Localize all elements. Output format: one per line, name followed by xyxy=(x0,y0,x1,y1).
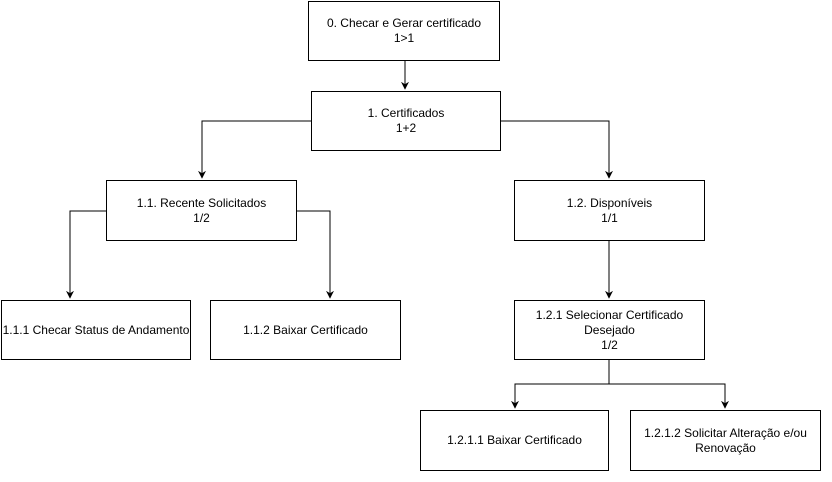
node-selecionar-line-1: 1.2.1 Selecionar Certificado xyxy=(535,307,684,322)
connector-n121-to-n1212 xyxy=(609,383,729,409)
node-solicitar-alteracao-line-2: Renovação xyxy=(695,440,756,455)
node-root-line-1: 0. Checar e Gerar certificado xyxy=(326,16,482,30)
node-baixar-certificado-1-2-1-1: 1.2.1.1 Baixar Certificado xyxy=(420,410,609,471)
connector-n1-to-n11 xyxy=(198,120,311,179)
node-solicitar-alteracao-line-1: 1.2.1.2 Solicitar Alteração e/ou xyxy=(644,425,807,440)
node-certificados-line-1: 1. Certificados xyxy=(367,106,445,120)
node-recente-solicitados: 1.1. Recente Solicitados 1/2 xyxy=(106,180,297,241)
node-baixar-certificado-1-1-2-line-1: 1.1.2 Baixar Certificado xyxy=(243,322,368,337)
node-checar-status-andamento: 1.1.1 Checar Status de Andamento xyxy=(1,300,191,360)
node-solicitar-alteracao-renovacao: 1.2.1.2 Solicitar Alteração e/ou Renovaç… xyxy=(630,410,821,471)
node-certificados: 1. Certificados 1+2 xyxy=(311,91,501,151)
node-disponiveis-line-1: 1.2. Disponíveis xyxy=(566,195,653,210)
connector-n11-to-n111 xyxy=(66,210,106,299)
node-baixar-certificado-1-2-1-1-line-1: 1.2.1.1 Baixar Certificado xyxy=(447,433,582,447)
node-root-line-2: 1>1 xyxy=(393,31,415,45)
connector-n1-to-n12 xyxy=(501,120,613,179)
node-baixar-certificado-1-1-2: 1.1.2 Baixar Certificado xyxy=(210,300,401,360)
node-disponiveis-line-2: 1/1 xyxy=(601,210,618,225)
node-disponiveis: 1.2. Disponíveis 1/1 xyxy=(514,180,705,241)
node-certificados-line-2: 1+2 xyxy=(395,121,417,135)
node-checar-status-line-1: 1.1.1 Checar Status de Andamento xyxy=(2,322,190,337)
node-recente-solicitados-line-2: 1/2 xyxy=(193,210,210,225)
connector-n121-to-n1211 xyxy=(511,360,610,409)
node-selecionar-line-3: 1/2 xyxy=(601,337,618,352)
node-root-checar-gerar-certificado: 0. Checar e Gerar certificado 1>1 xyxy=(308,1,500,61)
connector-n11-to-n112 xyxy=(297,210,334,299)
node-selecionar-line-2: Desejado xyxy=(584,322,635,337)
node-selecionar-certificado-desejado: 1.2.1 Selecionar Certificado Desejado 1/… xyxy=(514,300,705,360)
node-recente-solicitados-line-1: 1.1. Recente Solicitados xyxy=(136,195,267,210)
